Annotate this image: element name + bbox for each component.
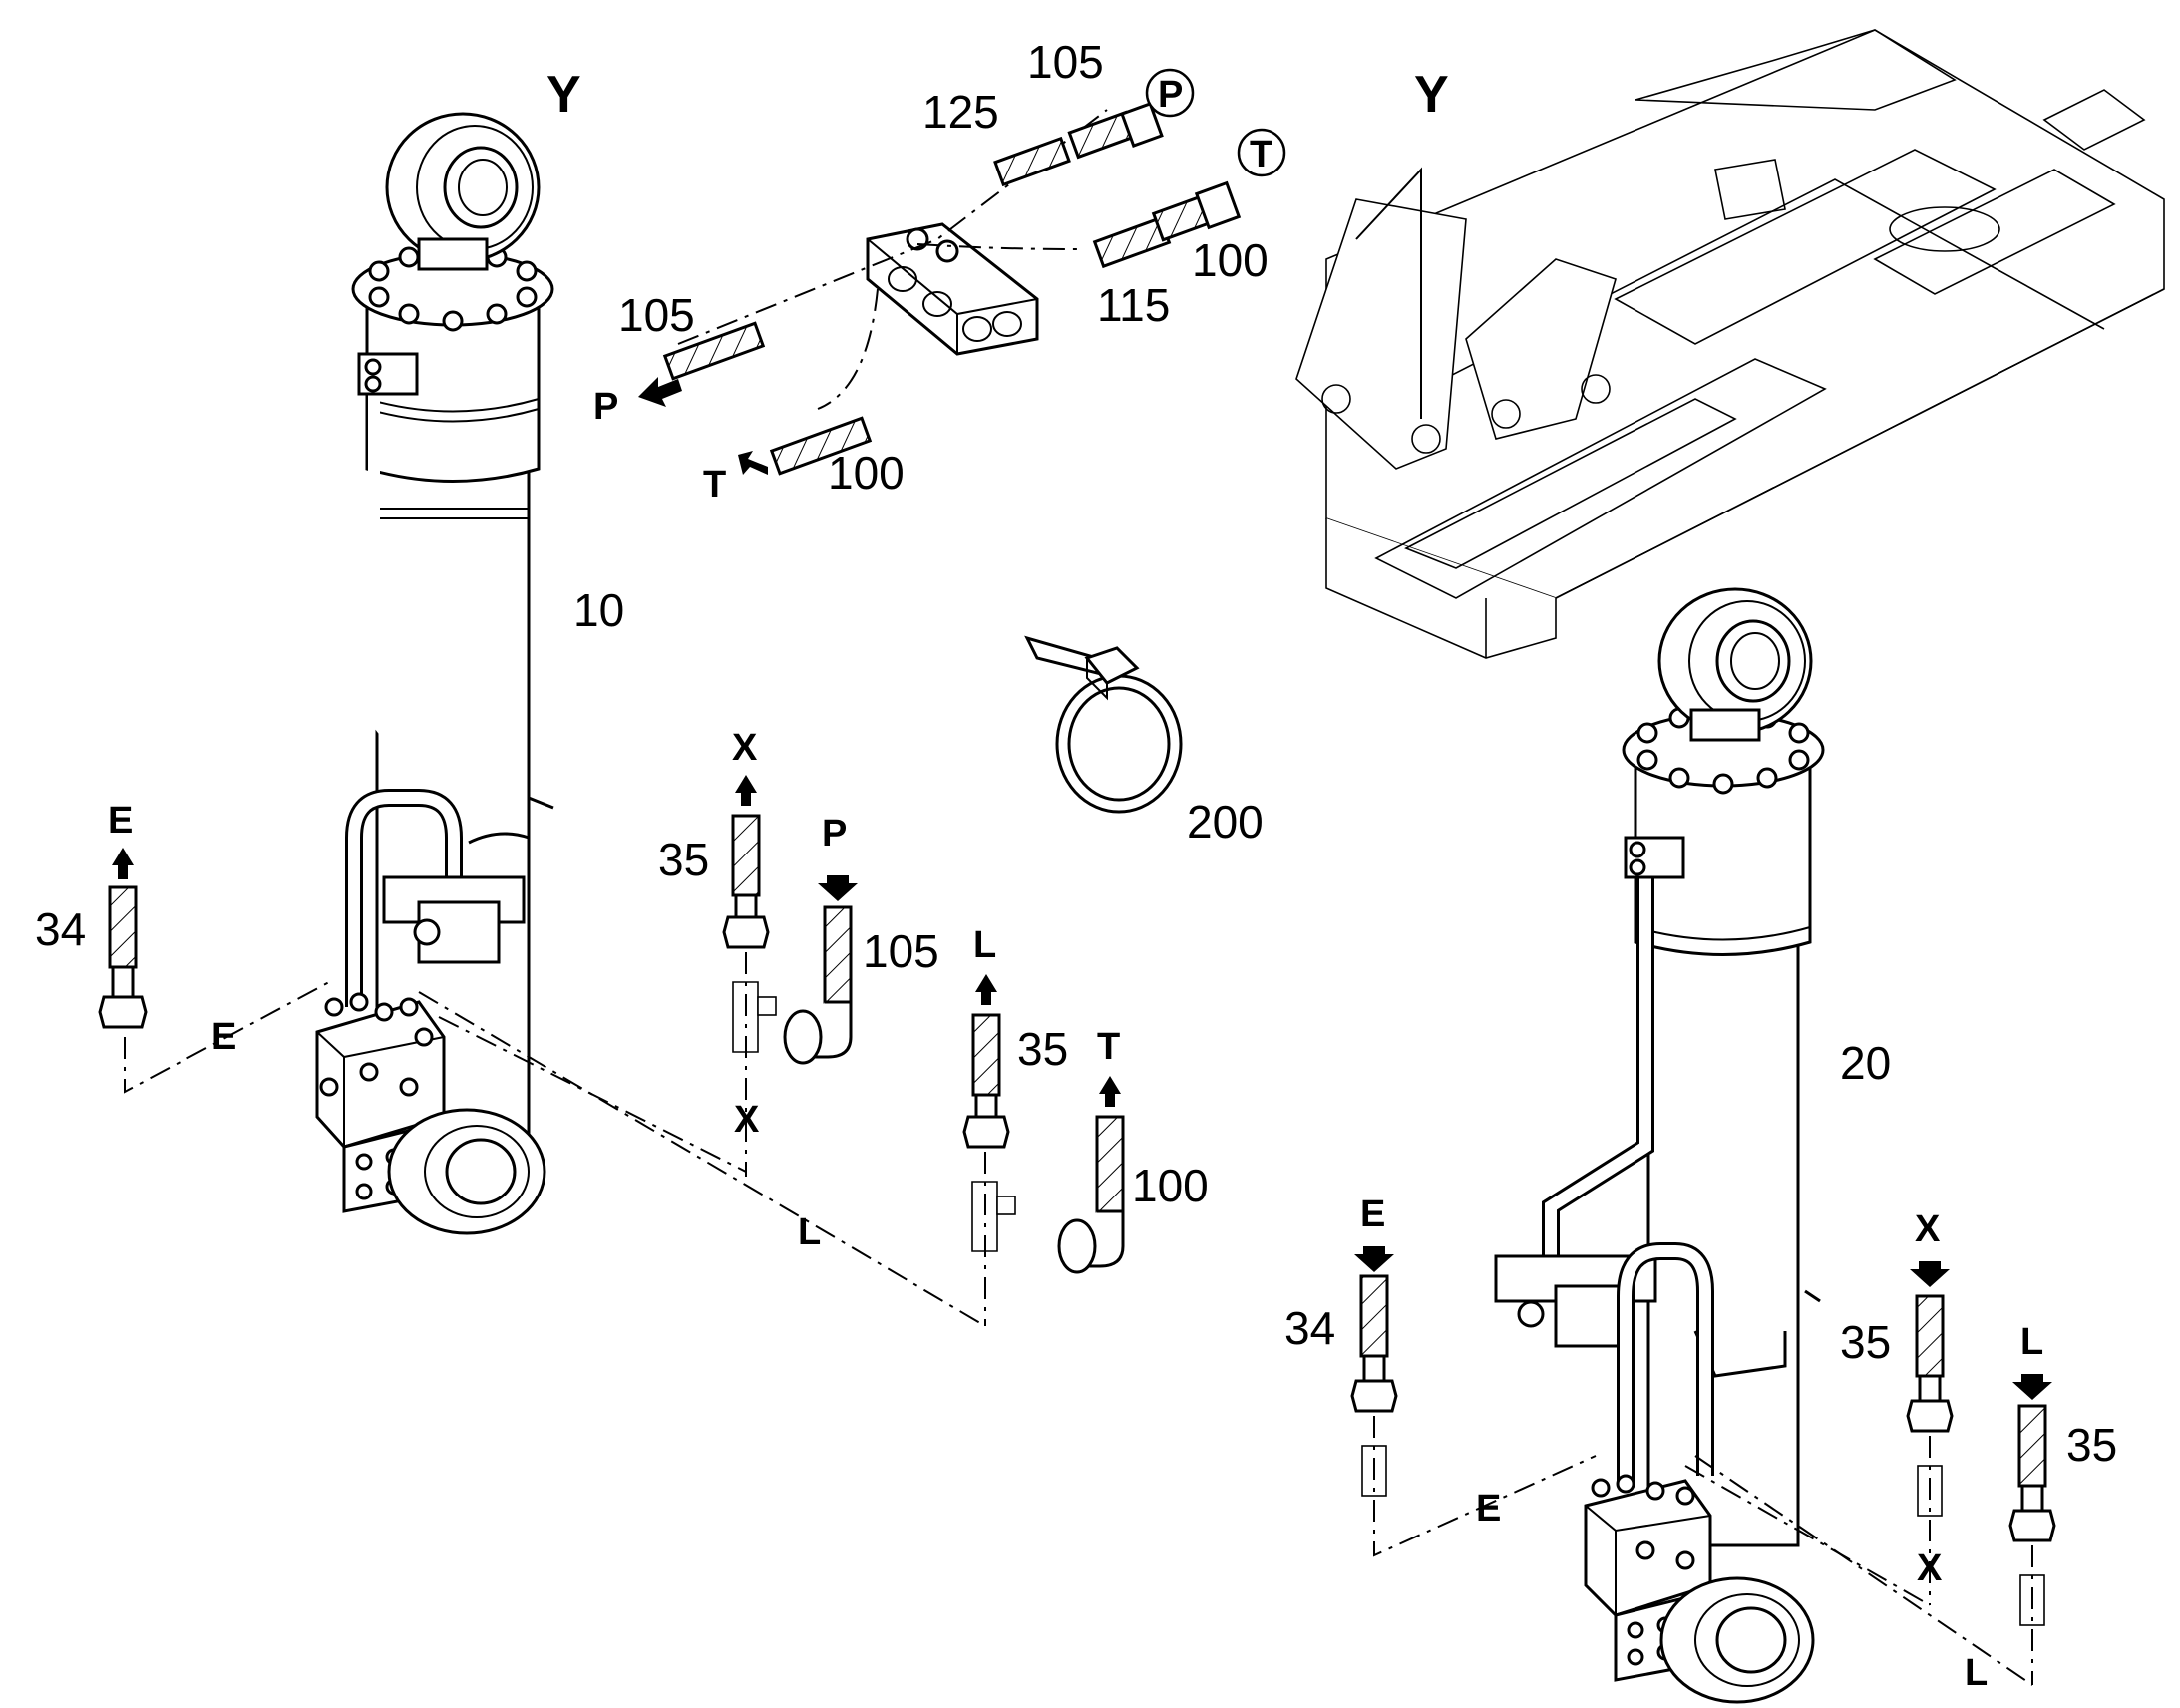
hose-125-105	[993, 101, 1164, 187]
part-number-105-p: 105	[618, 289, 695, 341]
port-l-right-dash: L	[1965, 1652, 1988, 1694]
part-number-105-top: 105	[1027, 36, 1104, 88]
hose-35-right-a	[1906, 1261, 1954, 1517]
part-number-35-mid: 35	[1017, 1023, 1068, 1075]
port-l-mid-dash: L	[798, 1211, 821, 1253]
port-e-left-dash: E	[211, 1016, 236, 1058]
part-number-35-right-a: 35	[1840, 1316, 1891, 1368]
port-t-mid: T	[1097, 1026, 1120, 1068]
port-t-circle-icon	[1237, 128, 1286, 177]
part-number-100-t: 100	[828, 447, 905, 499]
hose-115-100	[1092, 180, 1242, 269]
hose-34-left	[98, 848, 148, 1029]
port-p-label: P	[593, 386, 618, 428]
arrow-t-icon	[738, 451, 768, 475]
port-p-circle-icon	[1145, 68, 1195, 118]
part-number-100-top: 100	[1192, 234, 1269, 286]
port-x-right-top: X	[1915, 1208, 1941, 1250]
port-l-right-top: L	[2020, 1321, 2043, 1363]
part-number-115: 115	[1097, 279, 1170, 331]
port-x-left-dash: X	[734, 1099, 760, 1141]
hose-105-p	[662, 321, 766, 381]
port-e-left-top: E	[108, 800, 133, 842]
arrow-p-icon	[638, 377, 682, 407]
part-number-35-left: 35	[658, 834, 709, 885]
port-p-mid: P	[822, 813, 847, 854]
port-l-mid-top: L	[973, 924, 996, 966]
port-x-left-top: X	[732, 727, 758, 769]
cable-tie	[1024, 635, 1183, 814]
part-number-34-right: 34	[1284, 1302, 1335, 1354]
hose-100-t	[769, 416, 873, 476]
port-e-right-top: E	[1360, 1194, 1385, 1235]
port-p-circle-label: P	[1158, 74, 1183, 116]
cylinder-20	[1494, 587, 1825, 1704]
hose-100-mid	[1057, 1076, 1125, 1274]
machine-frame-illustration	[1295, 29, 2165, 659]
part-number-10: 10	[573, 584, 624, 636]
part-number-34-left: 34	[35, 903, 86, 955]
view-label-right: Y	[1414, 66, 1449, 124]
part-number-35-right-b: 35	[2066, 1419, 2117, 1471]
part-number-20: 20	[1840, 1037, 1891, 1089]
cylinder-10	[315, 112, 554, 1235]
part-number-100-mid: 100	[1132, 1160, 1209, 1211]
port-x-right-dash: X	[1917, 1547, 1943, 1589]
part-number-200: 200	[1187, 796, 1264, 848]
part-number-105-mid: 105	[863, 925, 939, 977]
view-label-left: Y	[546, 66, 581, 124]
port-e-right-dash: E	[1476, 1488, 1501, 1530]
port-t-circle-label: T	[1250, 134, 1272, 175]
hose-105-mid	[783, 875, 858, 1065]
hose-35-left	[722, 775, 777, 1053]
port-t-label: T	[703, 464, 726, 506]
hose-clamp-block	[866, 222, 1039, 356]
part-number-125: 125	[922, 86, 999, 138]
hose-35-mid	[962, 974, 1016, 1252]
